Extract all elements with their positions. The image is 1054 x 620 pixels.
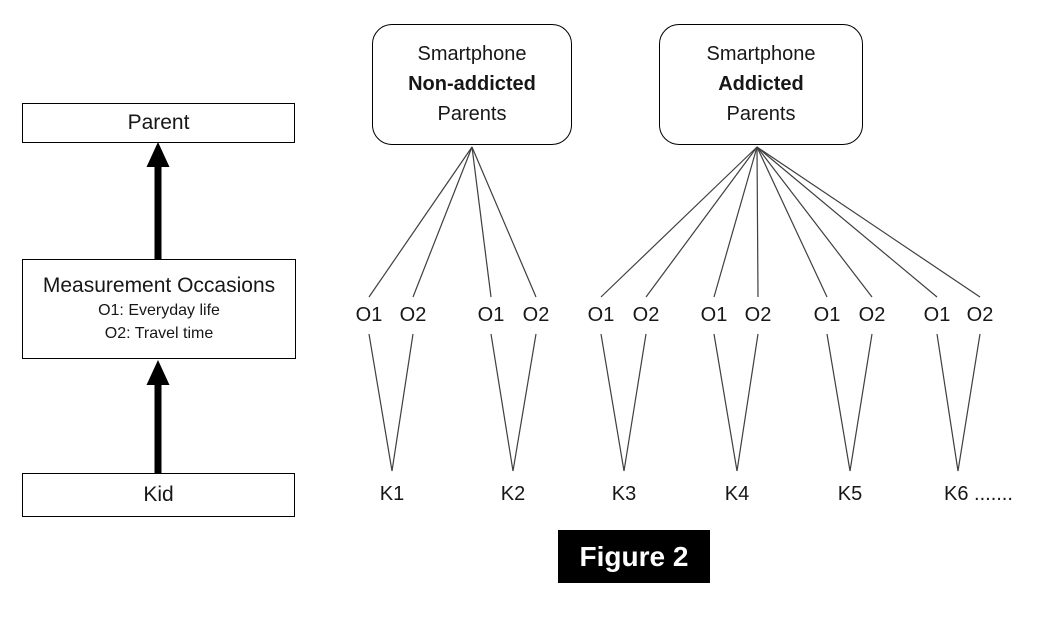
group-line3: Parents bbox=[726, 103, 796, 125]
fan-lines-nonaddicted bbox=[368, 146, 537, 298]
nonaddicted-parents-box: Smartphone Non-addicted Parents bbox=[372, 24, 572, 145]
addicted-parents-box: Smartphone Addicted Parents bbox=[659, 24, 863, 145]
fan-lines-addicted bbox=[600, 146, 981, 298]
occasion-label-k3-o1: O1 bbox=[587, 304, 615, 326]
parent-box-label: Parent bbox=[127, 111, 190, 134]
kid-label-k3: K3 bbox=[611, 483, 637, 505]
group-line3: Parents bbox=[437, 103, 507, 125]
kid-box: Kid bbox=[22, 473, 295, 517]
v-lines-kids bbox=[368, 333, 981, 472]
parent-box: Parent bbox=[22, 103, 295, 143]
occasion-label-k4-o2: O2 bbox=[744, 304, 772, 326]
kid-label-k1: K1 bbox=[379, 483, 405, 505]
measurement-detail-o1: O1: Everyday life bbox=[98, 302, 220, 319]
kid-label-k4: K4 bbox=[724, 483, 750, 505]
measurement-detail-o2: O2: Travel time bbox=[104, 325, 214, 342]
measurement-title: Measurement Occasions bbox=[42, 274, 276, 297]
occasion-label-k4-o1: O1 bbox=[700, 304, 728, 326]
kid-box-label: Kid bbox=[143, 483, 174, 506]
kid-label-k2: K2 bbox=[500, 483, 526, 505]
measurement-occasions-box: Measurement Occasions O1: Everyday life … bbox=[22, 259, 296, 359]
arrow-kid-to-measurement bbox=[146, 360, 170, 474]
figure-caption: Figure 2 bbox=[558, 530, 710, 583]
occasion-label-k6-o1: O1 bbox=[923, 304, 951, 326]
group-line1: Smartphone bbox=[706, 43, 816, 65]
group-line2: Non-addicted bbox=[408, 73, 536, 95]
group-line2: Addicted bbox=[718, 73, 804, 95]
kid-label-k6: K6 ....... bbox=[944, 483, 1013, 505]
figure-caption-text: Figure 2 bbox=[579, 540, 689, 572]
occasion-label-k3-o2: O2 bbox=[632, 304, 660, 326]
occasion-label-k1-o2: O2 bbox=[399, 304, 427, 326]
occasion-label-k5-o2: O2 bbox=[858, 304, 886, 326]
occasion-label-k1-o1: O1 bbox=[355, 304, 383, 326]
occasion-label-k2-o2: O2 bbox=[522, 304, 550, 326]
kid-label-k5: K5 bbox=[837, 483, 863, 505]
arrow-measurement-to-parent bbox=[146, 142, 170, 260]
occasion-label-k2-o1: O1 bbox=[477, 304, 505, 326]
group-line1: Smartphone bbox=[417, 43, 527, 65]
occasion-label-k5-o1: O1 bbox=[813, 304, 841, 326]
occasion-label-k6-o2: O2 bbox=[966, 304, 994, 326]
